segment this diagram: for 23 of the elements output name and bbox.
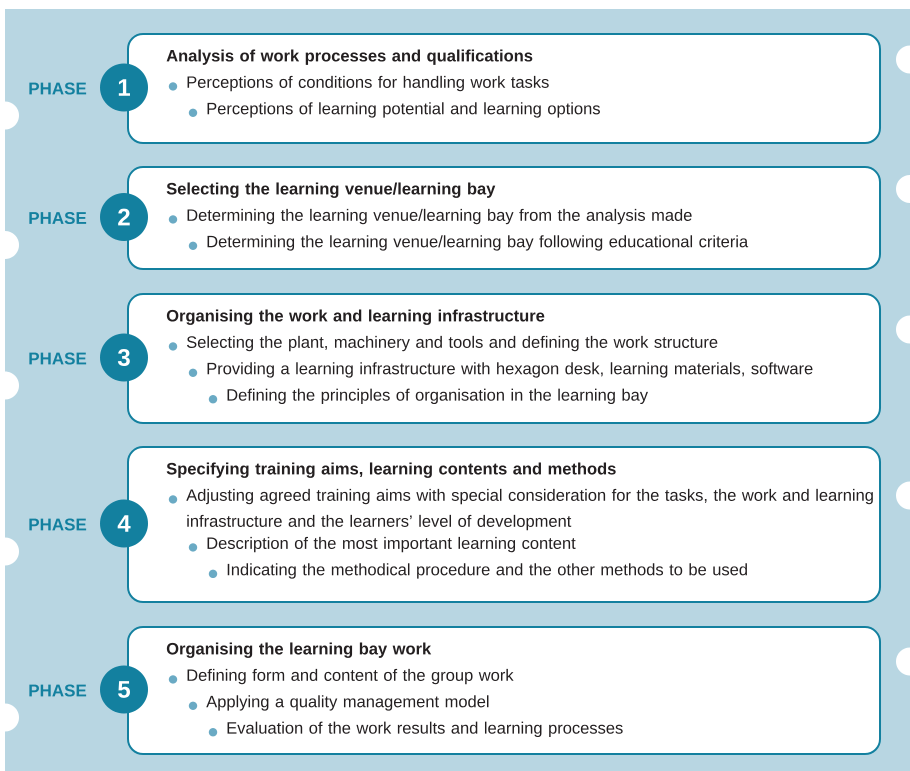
phase-label: PHASE	[29, 212, 86, 224]
box-heading: Specifying training aims, learning contents and methods	[166, 462, 616, 478]
bullet-item: Adjusting agreed training aims with special consideration for the tasks, the work and learning infrastructure and the learners’ level of development	[168, 488, 873, 530]
phase-label: PHASE	[29, 352, 86, 365]
bullet-item: Evaluation of the work results and learning processes	[208, 722, 623, 738]
phase-label: PHASE	[29, 82, 86, 95]
box-heading: Organising the work and learning infrastructure	[166, 309, 544, 325]
bullet-item: Selecting the plant, machinery and tools and defining the work structure	[168, 336, 718, 352]
box-heading: Selecting the learning venue/learning bay	[166, 182, 496, 198]
bullet-item: Defining form and content of the group work	[168, 668, 514, 684]
bullet-item: Perceptions of learning potential and learning options	[188, 102, 600, 118]
bullet-item: Perceptions of conditions for handling work tasks	[168, 76, 549, 92]
bullet-item: Providing a learning infrastructure with hexagon desk, learning materials, software	[188, 362, 812, 378]
bullet-item: Determining the learning venue/learning bay following educational criteria	[188, 235, 748, 251]
bullet-item: Indicating the methodical procedure and the other methods to be used	[208, 563, 747, 579]
box-heading: Organising the learning bay work	[166, 642, 432, 658]
box-heading: Analysis of work processes and qualifications	[166, 49, 532, 65]
phase-label: PHASE	[29, 518, 86, 531]
bullet-item: Applying a quality management model	[188, 695, 488, 711]
bullet-item: Determining the learning venue/learning bay from the analysis made	[168, 208, 692, 224]
bullet-item: Description of the most important learning content	[188, 536, 576, 552]
bullet-item: Defining the principles of organisation in the learning bay	[208, 388, 648, 404]
phase-label: PHASE	[29, 684, 86, 697]
